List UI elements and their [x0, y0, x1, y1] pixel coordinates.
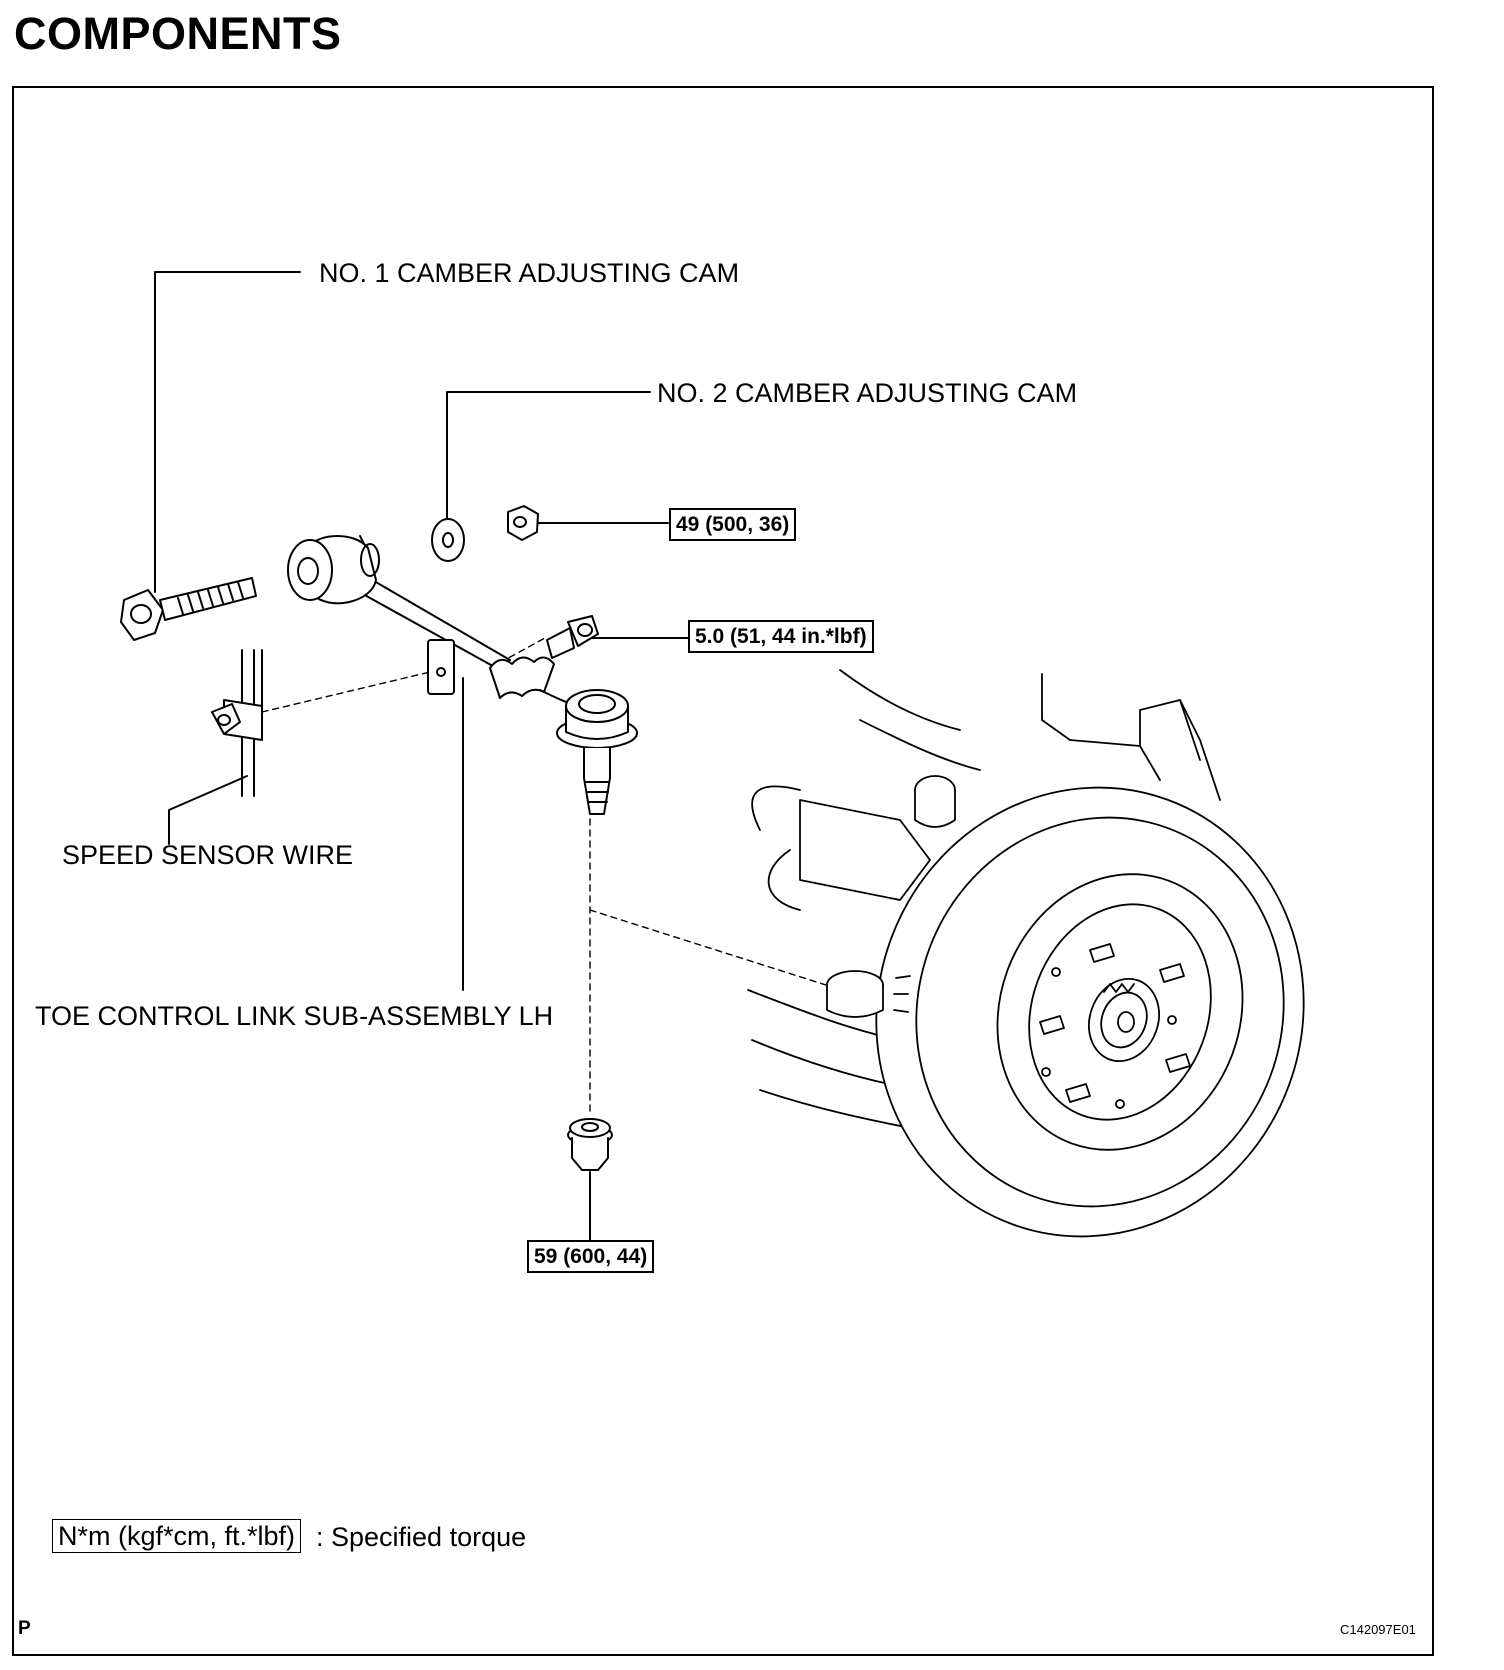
brake-rotor-hub-icon	[747, 669, 1305, 1238]
leader-lines	[154, 271, 689, 1241]
label-no2-camber-cam: NO. 2 CAMBER ADJUSTING CAM	[657, 378, 1078, 408]
figure-id: C142097E01	[1340, 1622, 1416, 1637]
cam-washer-icon	[431, 518, 465, 562]
ball-joint-nut-icon	[567, 1118, 613, 1171]
toe-control-link-icon	[287, 535, 577, 707]
section-letter: P	[18, 1618, 31, 1639]
legend-description: : Specified torque	[316, 1522, 527, 1552]
label-speed-sensor-wire: SPEED SENSOR WIRE	[62, 840, 354, 870]
assembly-dashed-lines	[261, 637, 827, 1113]
ball-joint-icon	[556, 689, 638, 815]
page-title: COMPONENTS	[14, 8, 342, 59]
diagram-frame	[12, 86, 1434, 1656]
bolt-icon	[120, 577, 257, 641]
nut-icon	[507, 505, 539, 541]
speed-sensor-clamp-icon	[211, 649, 263, 797]
sensor-bolt-icon	[546, 615, 599, 659]
label-no1-camber-cam: NO. 1 CAMBER ADJUSTING CAM	[319, 258, 740, 288]
torque-spec-ball-joint-nut: 59 (600, 44)	[527, 1240, 655, 1274]
legend-unit-box: N*m (kgf*cm, ft.*lbf)	[52, 1519, 302, 1554]
label-toe-control-link: TOE CONTROL LINK SUB-ASSEMBLY LH	[35, 1001, 554, 1031]
torque-spec-cam-nut: 49 (500, 36)	[669, 508, 797, 542]
torque-spec-sensor-bolt: 5.0 (51, 44 in.*lbf)	[688, 620, 874, 654]
